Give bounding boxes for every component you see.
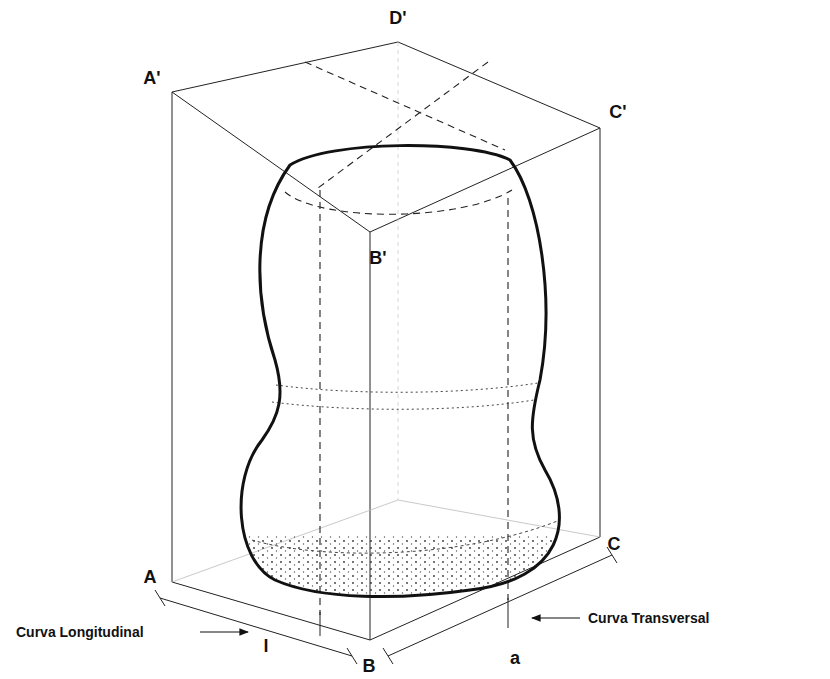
dimension-lines — [155, 547, 617, 664]
corner-letter: l — [263, 637, 268, 655]
curve-label: Curva Longitudinal — [16, 625, 144, 639]
corner-letter: A — [144, 568, 157, 586]
waist-lines — [272, 383, 538, 409]
seed-outline — [241, 146, 559, 597]
bounding-box — [172, 42, 600, 640]
corner-letter: C — [608, 535, 621, 553]
stipple-boundary — [252, 520, 560, 553]
corner-letter: A' — [143, 69, 160, 87]
leader-arrows — [200, 618, 580, 632]
corner-letter: B — [363, 657, 376, 675]
corner-letter: a — [510, 649, 520, 667]
stippled-base — [220, 535, 580, 605]
corner-letter: B' — [369, 249, 386, 267]
corner-letter: C' — [609, 103, 626, 121]
corner-letter: D' — [389, 9, 406, 27]
curve-label: Curva Transversal — [588, 611, 709, 625]
